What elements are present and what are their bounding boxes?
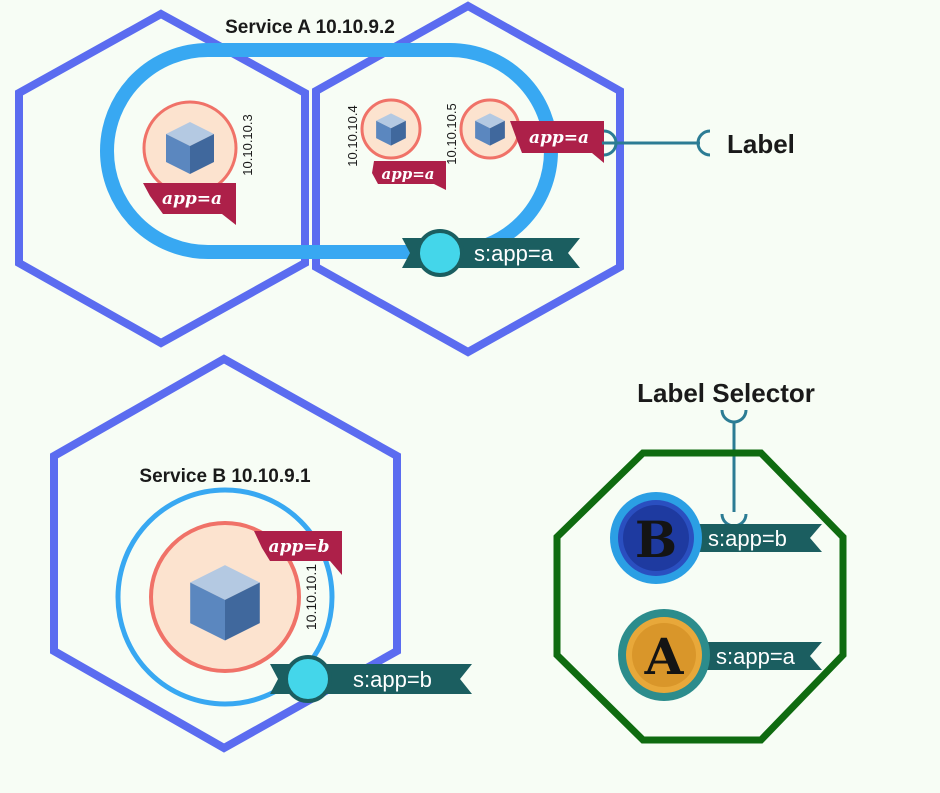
service-b-selector-text: s:app=b [353, 667, 432, 692]
pod-ip: 10.10.10.4 [345, 105, 360, 166]
label-selector-caption: Label Selector [637, 378, 815, 408]
pod-label-text: app=b [269, 537, 330, 557]
b-selector-text: s:app=b [708, 526, 787, 551]
label-selector-octagon [553, 449, 847, 744]
pod-3: app=a 10.10.10.5 [444, 98, 604, 165]
service-b-selector: s:app=b [270, 655, 472, 703]
pod-1: app=a 10.10.10.3 [142, 100, 255, 225]
label-ribbon [143, 183, 236, 225]
label-ribbon [510, 121, 604, 163]
pod-ip: 10.10.10.3 [240, 114, 255, 175]
pod-2: app=a 10.10.10.4 [345, 98, 446, 190]
label-caption: Label [727, 129, 795, 159]
a-selector-text: s:app=a [716, 644, 796, 669]
selector-b-badge: B s:app=b [610, 492, 822, 584]
node-hexagon-right [312, 1, 624, 357]
service-a-selector-text: s:app=a [474, 241, 554, 266]
a-letter: A [644, 627, 685, 686]
pod-ip: 10.10.10.5 [444, 103, 459, 164]
service-b-title: Service B 10.10.9.1 [139, 466, 311, 487]
pod-label-text: app=a [529, 128, 589, 148]
pod-label-text: app=a [162, 189, 222, 209]
label-ribbon [372, 161, 446, 190]
service-a-selector: s:app=a [402, 229, 580, 277]
label-ribbon [254, 531, 342, 575]
pod-4: app=b 10.10.10.1 [149, 521, 342, 673]
label-selector-hook [720, 409, 748, 424]
service-a-title: Service A 10.10.9.2 [225, 17, 395, 38]
node-hexagon-left [15, 9, 309, 348]
pod-ip: 10.10.10.1 [303, 564, 319, 630]
node-hexagon-service-b [50, 354, 401, 753]
label-callout: Label [602, 129, 795, 159]
pod-label-text: app=a [382, 165, 435, 183]
b-letter: B [635, 510, 677, 569]
selector-a-badge: A s:app=a [618, 609, 822, 701]
service-b-ring [115, 487, 335, 707]
